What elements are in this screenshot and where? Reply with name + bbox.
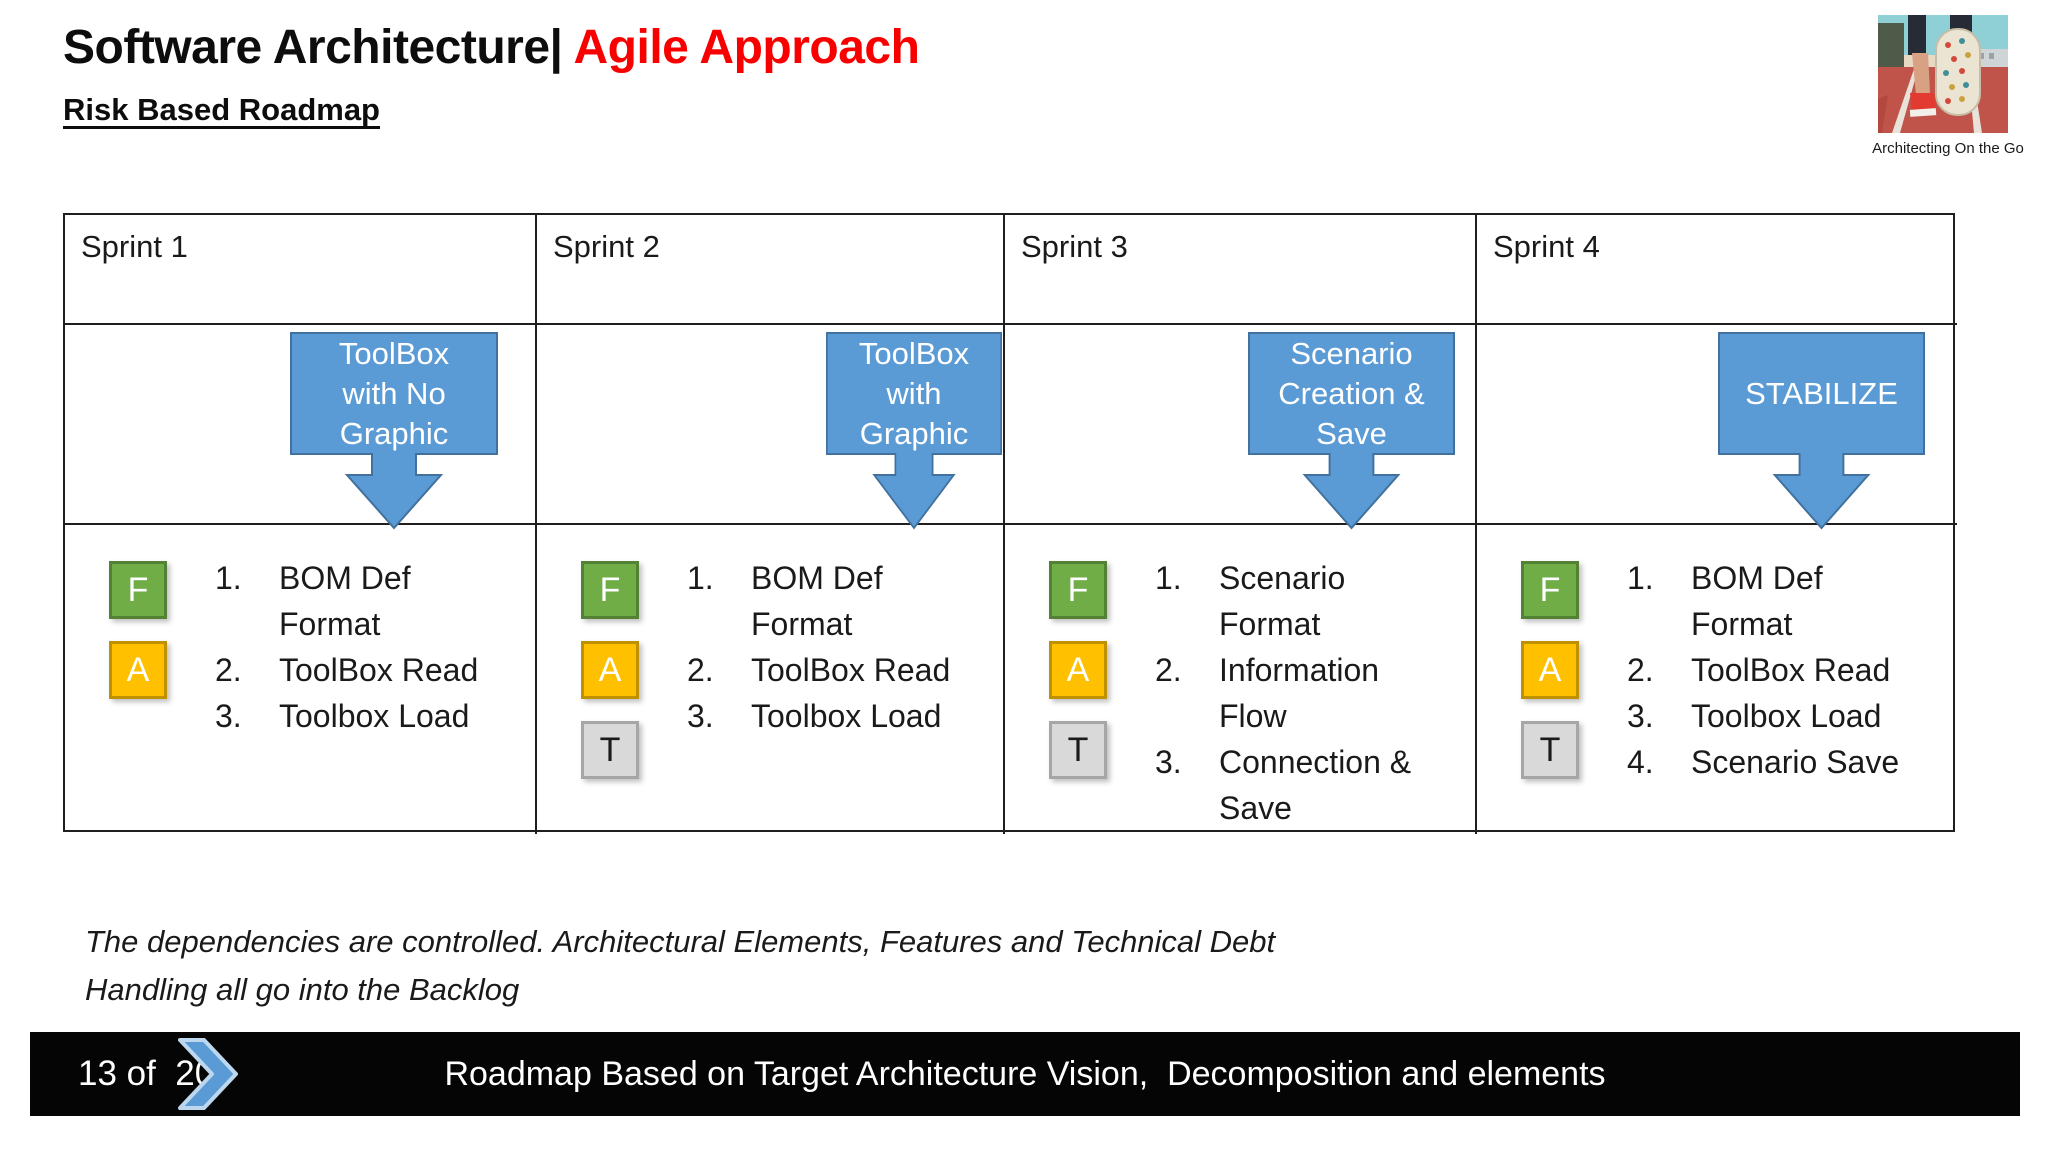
arrow-line: Creation &: [1278, 376, 1425, 411]
sprint-2-arrow-cell: ToolBox with Graphic: [537, 325, 1005, 530]
arrow-label: ToolBox with No Graphic: [290, 332, 498, 456]
technical-debt-badge: T: [1521, 721, 1579, 779]
arrow-label: ToolBox with Graphic: [826, 332, 1002, 456]
sprint-2-header: Sprint 2: [537, 215, 1005, 325]
arrow-line: Save: [1316, 416, 1387, 451]
down-arrow-callout-icon: Scenario Creation & Save: [1248, 332, 1455, 530]
sprint-4-arrow-cell: STABILIZE: [1477, 325, 1957, 530]
task-item: BOM Def Format: [279, 560, 411, 642]
sprint-3-body-cell: F A T Scenario Format Information Flow C…: [1005, 525, 1477, 834]
task-item: Scenario Save: [1691, 744, 1900, 780]
runner-logo-icon: [1878, 15, 2008, 133]
technical-debt-badge: T: [581, 721, 639, 779]
page-title: Software Architecture| Agile Approach: [63, 20, 920, 75]
task-list: Scenario Format Information Flow Connect…: [1155, 555, 1454, 831]
arrow-line: Scenario: [1290, 336, 1413, 371]
sprint-1-header: Sprint 1: [65, 215, 537, 325]
arrow-line: with: [886, 376, 942, 411]
task-item: ToolBox Read: [279, 652, 479, 688]
sprint-3-arrow-cell: Scenario Creation & Save: [1005, 325, 1477, 530]
architecture-badge: A: [1049, 641, 1107, 699]
title-accent: Agile Approach: [562, 21, 920, 74]
chevron-right-icon: [178, 1038, 240, 1110]
task-item: Toolbox Load: [279, 698, 470, 734]
title-main: Software Architecture|: [63, 21, 563, 74]
logo-caption: Architecting On the Go: [1872, 140, 2024, 157]
roadmap-table: Sprint 1 Sprint 2 Sprint 3 Sprint 4 Tool…: [63, 213, 1957, 834]
task-item: Information Flow: [1219, 652, 1380, 734]
task-list: BOM Def Format ToolBox Read Toolbox Load…: [1627, 555, 1926, 785]
architecture-badge: A: [109, 641, 167, 699]
badge-column: F A: [109, 561, 167, 721]
feature-badge: F: [581, 561, 639, 619]
down-arrow-callout-icon: ToolBox with No Graphic: [290, 332, 498, 530]
sprint-1-arrow-cell: ToolBox with No Graphic: [65, 325, 537, 530]
badge-column: F A T: [1521, 561, 1579, 801]
down-arrow-callout-icon: ToolBox with Graphic: [826, 332, 1002, 530]
sprint-1-body-cell: F A BOM Def Format ToolBox Read Toolbox …: [65, 525, 537, 834]
footer-message: Roadmap Based on Target Architecture Vis…: [444, 1055, 1606, 1093]
arrow-label: STABILIZE: [1718, 332, 1925, 456]
technical-debt-badge: T: [1049, 721, 1107, 779]
sprint-4-body-cell: F A T BOM Def Format ToolBox Read Toolbo…: [1477, 525, 1957, 834]
sprint-3-header: Sprint 3: [1005, 215, 1477, 325]
page-subtitle: Risk Based Roadmap: [63, 92, 380, 127]
footer-bar: 13 of 20 Roadmap Based on Target Archite…: [30, 1032, 2020, 1116]
badge-column: F A T: [1049, 561, 1107, 801]
task-item: Scenario Format: [1219, 560, 1346, 642]
arrow-line: Graphic: [859, 416, 969, 451]
task-item: Toolbox Load: [1691, 698, 1882, 734]
sprint-4-header: Sprint 4: [1477, 215, 1957, 325]
feature-badge: F: [1521, 561, 1579, 619]
task-item: ToolBox Read: [751, 652, 951, 688]
arrow-line: Graphic: [339, 416, 449, 451]
badge-column: F A T: [581, 561, 639, 801]
task-list: BOM Def Format ToolBox Read Toolbox Load: [215, 555, 514, 739]
arrow-line: ToolBox: [858, 336, 970, 371]
architecture-badge: A: [1521, 641, 1579, 699]
architecture-badge: A: [581, 641, 639, 699]
dependencies-note: The dependencies are controlled. Archite…: [85, 924, 1276, 1007]
sprint-2-body-cell: F A T BOM Def Format ToolBox Read Toolbo…: [537, 525, 1005, 834]
down-arrow-callout-icon: STABILIZE: [1718, 332, 1925, 530]
task-item: Toolbox Load: [751, 698, 942, 734]
task-list: BOM Def Format ToolBox Read Toolbox Load: [687, 555, 986, 739]
task-item: ToolBox Read: [1691, 652, 1891, 688]
arrow-line: ToolBox: [338, 336, 450, 371]
arrow-line: with No: [342, 376, 446, 411]
task-item: Connection & Save: [1219, 744, 1412, 826]
arrow-label: Scenario Creation & Save: [1248, 332, 1455, 456]
arrow-line: STABILIZE: [1745, 376, 1898, 411]
task-item: BOM Def Format: [1691, 560, 1823, 642]
task-item: BOM Def Format: [751, 560, 883, 642]
feature-badge: F: [109, 561, 167, 619]
feature-badge: F: [1049, 561, 1107, 619]
